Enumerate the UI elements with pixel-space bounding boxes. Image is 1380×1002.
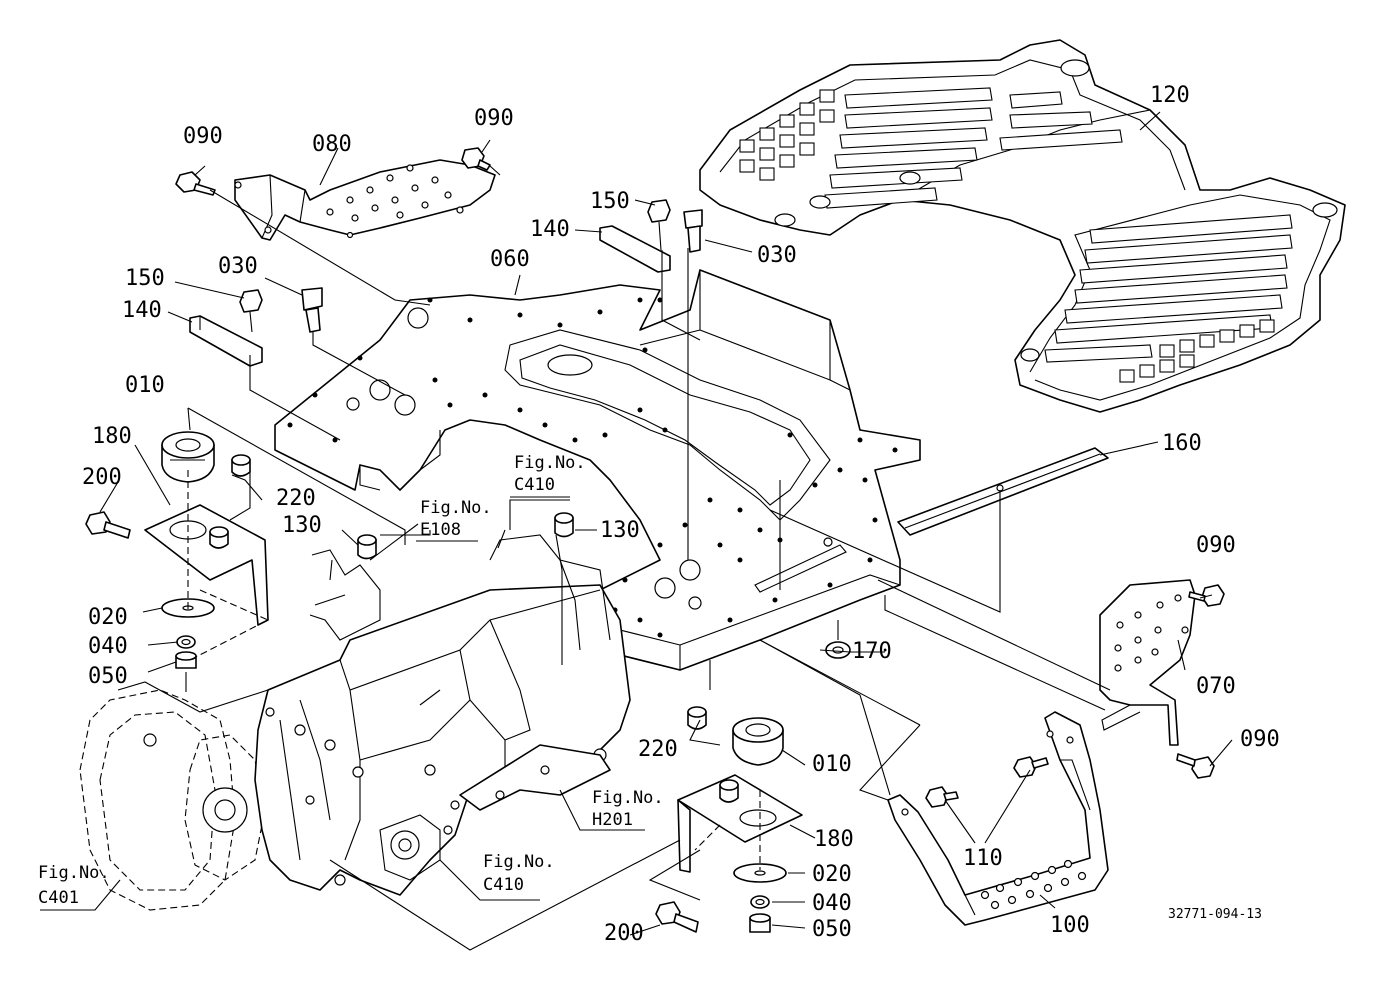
label-130-right: 130 (600, 518, 640, 543)
svg-text:H201: H201 (592, 810, 633, 830)
rail-160 (897, 447, 1109, 536)
label-140-right: 140 (530, 217, 570, 242)
figref-c410-top: Fig.No. C410 (510, 453, 586, 498)
label-160: 160 (1162, 431, 1202, 456)
clamp-140-left (189, 315, 263, 367)
label-120: 120 (1150, 83, 1190, 108)
label-180-left: 180 (92, 424, 132, 449)
svg-text:C410: C410 (514, 475, 555, 495)
part-labels: 090 080 090 150 140 030 060 120 150 030 … (82, 83, 1280, 946)
figref-c401: Fig.No. C401 (38, 863, 110, 908)
figref-c410-bottom: Fig.No. C410 (483, 852, 555, 895)
label-090-right-upper: 090 (1196, 533, 1236, 558)
label-090-top-right: 090 (474, 106, 514, 131)
label-010-left: 010 (125, 373, 165, 398)
bracket-180-right (677, 774, 803, 873)
figref-h201: Fig.No. H201 (592, 788, 664, 830)
floor-mat-120 (699, 39, 1346, 413)
step-100 (887, 711, 1109, 926)
leader-lines (40, 111, 1233, 951)
label-070: 070 (1196, 674, 1236, 699)
label-060: 060 (490, 247, 530, 272)
bolt-090-top-left (175, 171, 216, 196)
label-130-left: 130 (282, 513, 322, 538)
svg-text:Fig.No.: Fig.No. (38, 863, 110, 883)
bracket-080 (234, 159, 496, 241)
washer-040-left (176, 635, 196, 649)
label-010-right: 010 (812, 752, 852, 777)
bolt-030-left (301, 287, 323, 333)
label-090-right-lower: 090 (1240, 727, 1280, 752)
svg-text:Fig.No.: Fig.No. (420, 498, 492, 518)
label-080: 080 (312, 132, 352, 157)
label-020-right: 020 (812, 862, 852, 887)
mat-ribs (739, 87, 1293, 383)
label-050-left: 050 (88, 664, 128, 689)
nut-050-right (749, 913, 771, 933)
label-020-left: 020 (88, 605, 128, 630)
svg-text:C401: C401 (38, 888, 79, 908)
label-040-left: 040 (88, 634, 128, 659)
label-170: 170 (852, 639, 892, 664)
rubber-mount-010-right (732, 717, 784, 766)
cap-220-left (231, 454, 251, 477)
svg-text:Fig.No.: Fig.No. (483, 852, 555, 872)
bolt-090-top-right (461, 147, 491, 171)
svg-text:Fig.No.: Fig.No. (514, 453, 586, 473)
figure-references: Fig.No. C410 Fig.No. E108 Fig.No. H201 F… (38, 453, 664, 908)
label-200-right: 200 (604, 921, 644, 946)
label-030-left: 030 (218, 254, 258, 279)
label-220-left: 220 (276, 486, 316, 511)
cap-220-right (687, 706, 707, 730)
figref-e108: Fig.No. E108 (416, 498, 492, 542)
label-150-right: 150 (590, 189, 630, 214)
label-110: 110 (963, 846, 1003, 871)
bolt-030-right (683, 209, 703, 253)
svg-text:C410: C410 (483, 875, 524, 895)
label-150-left: 150 (125, 266, 165, 291)
plug-130-left (357, 534, 377, 560)
bolt-200-left (85, 511, 131, 539)
bolt-150-left (239, 289, 263, 333)
label-030-right: 030 (757, 243, 797, 268)
bolt-110-upper (1013, 756, 1049, 778)
plug-130-right (554, 512, 574, 538)
label-040-right: 040 (812, 891, 852, 916)
label-140-left: 140 (122, 298, 162, 323)
svg-text:E108: E108 (420, 520, 461, 540)
label-100: 100 (1050, 913, 1090, 938)
svg-text:Fig.No.: Fig.No. (592, 788, 664, 808)
label-090-top-left: 090 (183, 124, 223, 149)
label-220-right: 220 (638, 737, 678, 762)
bolt-150-right (647, 199, 671, 251)
grommet-170 (825, 641, 851, 659)
washer-020-right (733, 863, 787, 883)
floor-plate-060 (274, 269, 921, 671)
bolt-200-right (655, 901, 699, 933)
bracket-h201 (459, 744, 611, 811)
bolt-090-right-lower (1176, 753, 1215, 779)
label-050-right: 050 (812, 917, 852, 942)
document-code: 32771-094-13 (1168, 907, 1262, 922)
washer-040-right (750, 895, 770, 909)
bolt-110-lower (925, 786, 959, 808)
transmission-housing (79, 534, 631, 911)
nut-050-left (175, 651, 197, 669)
label-200-left: 200 (82, 465, 122, 490)
label-180-right: 180 (814, 827, 854, 852)
clamp-140-right (599, 225, 671, 273)
bracket-070 (1099, 579, 1196, 746)
